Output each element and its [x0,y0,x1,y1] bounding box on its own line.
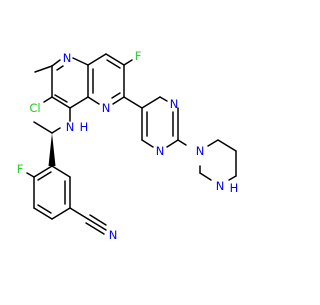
bond-c6-p1 [141,96,161,109]
atom-f-phenyl: F [17,162,24,176]
atom-n-piperazine-h: N [216,179,225,193]
atom-n-amine: N [66,120,75,134]
bond-n5-c4a [87,96,100,105]
bond-ph-6 [51,165,71,178]
atom-h-piperazine: H [230,181,239,195]
bond-ph-1 [33,165,53,178]
bond-pip-5 [199,172,212,181]
bond-cn-triple-2 [89,214,107,226]
atom-n-pyrimidine-top: N [170,97,179,111]
atom-n-piperazine-attach: N [196,144,205,158]
atom-h-amine: H [80,120,89,134]
bond-c4-c3-inner [54,94,68,103]
bond-c2-n1 [51,59,61,67]
bond-cn-triple-3 [85,222,105,235]
bond-c8a-c8 [87,53,107,66]
bond-ph-f [26,172,35,178]
bond-n3-c4 [166,139,179,148]
bond-c6-n5 [112,96,125,105]
bond-ph-3-inner [37,204,52,214]
wedge-bond [48,133,56,166]
bond-c6-n5-inner [111,92,121,99]
bond-c8-c7-inner [106,59,121,69]
atom-cl: Cl [29,101,40,115]
bond-pip-2 [217,139,237,152]
bond-c6-pyr [123,96,143,109]
bond-chiral-methyl [33,121,53,134]
bond-c4a-c4 [69,96,89,109]
bond-ph-1-inner [37,171,52,181]
bond-ph-4 [51,207,71,220]
bond-nh-chiral [51,127,61,134]
atom-n-pyrimidine-bottom: N [156,144,165,158]
atom-n-nitrile: N [109,228,118,242]
molecule-canvas: N N Cl F F N N N N H N H N [17,49,239,242]
atom-f-naphthyridine: F [135,49,142,63]
bond-p2-n3 [141,139,154,148]
bond-c7-f [123,59,133,66]
bond-cn-triple-1 [87,218,107,231]
bond-ph-3 [33,207,53,220]
molecule-structure: N N Cl F F N N N N H N H N [17,49,239,242]
bond-methyl [34,65,53,73]
bond-c4-c3 [51,96,71,109]
atom-n-ring-top: N [63,51,72,65]
atom-labels: N N Cl F F N N N N H N H N [17,49,239,242]
bond-n5p-c6 [159,96,168,102]
bond-pyr-pipn [177,139,187,146]
bond-c3-cl [43,96,53,103]
bond-pip-1 [207,139,219,147]
bond-c2-n1-inner [56,65,64,71]
bond-ph-cn [69,207,89,220]
atom-n-ring-bottom: N [102,101,111,115]
bond-n1-c8a [72,57,89,66]
bonds [26,53,237,235]
bond-c8-c7 [105,53,125,66]
bond-pip-4 [228,175,237,181]
